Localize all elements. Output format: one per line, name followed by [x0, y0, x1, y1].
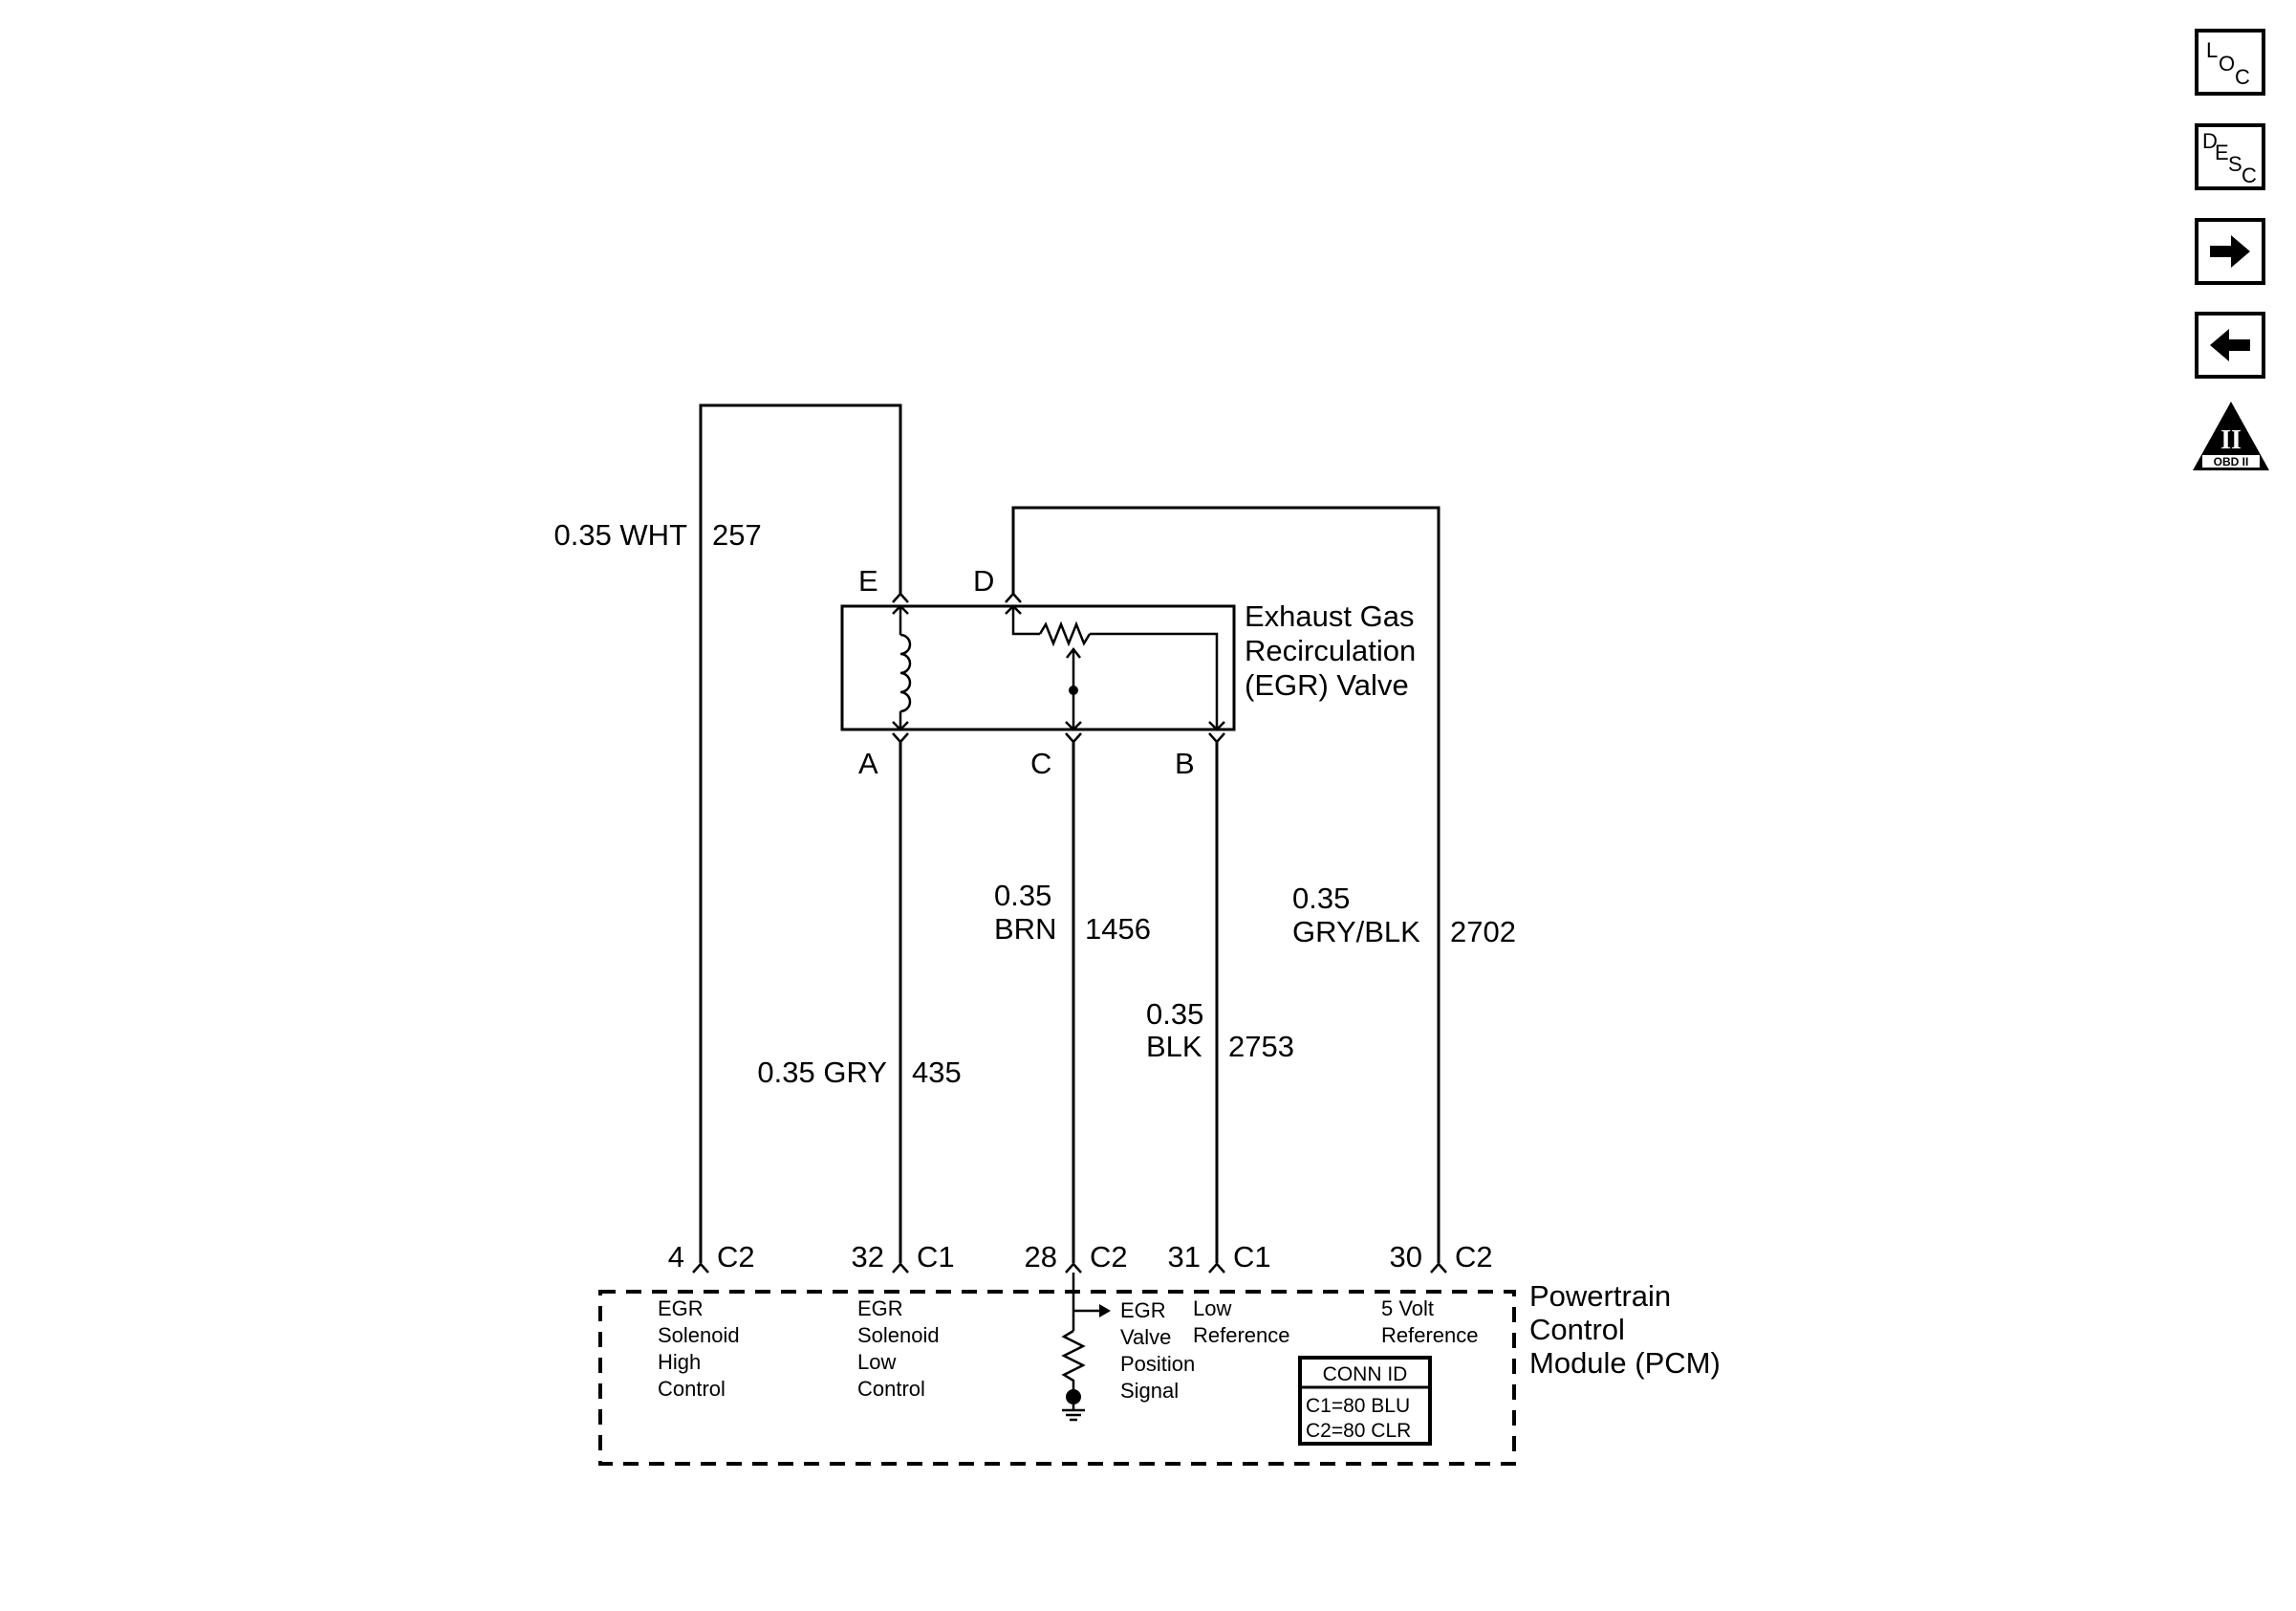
arrow-right-icon	[2210, 235, 2250, 268]
pcm-name-line-2: Control	[1529, 1313, 1625, 1346]
pcm-pin-31-number: 31	[1168, 1240, 1201, 1274]
pcm-pin-28-connector: C2	[1090, 1240, 1128, 1274]
valve-pin-b-label: B	[1175, 747, 1195, 780]
pcm-function-egr-solenoid-low-control: EGR Solenoid Low Control	[857, 1296, 940, 1401]
svg-text:Control: Control	[857, 1377, 925, 1401]
solenoid-coil-icon	[892, 604, 912, 731]
svg-text:EGR: EGR	[857, 1296, 903, 1320]
svg-text:Reference: Reference	[1381, 1323, 1479, 1347]
pcm-pin-4-number: 4	[668, 1240, 684, 1274]
svg-text:EGR: EGR	[1120, 1298, 1166, 1322]
pcm-internal-pulldown-icon	[1061, 1273, 1111, 1422]
conn-id-title: CONN ID	[1323, 1363, 1408, 1385]
svg-text:II: II	[2220, 425, 2242, 455]
wire-435-circuit: 435	[912, 1056, 962, 1089]
pcm-terminal-28	[1065, 1262, 1082, 1274]
valve-terminal-b	[1208, 732, 1225, 744]
egr-valve-name-line-1: Exhaust Gas	[1245, 599, 1414, 633]
pcm-pin-30-connector: C2	[1455, 1240, 1493, 1274]
svg-text:Position: Position	[1120, 1352, 1195, 1376]
svg-text:Signal: Signal	[1120, 1379, 1179, 1403]
pcm-function-low-reference: Low Reference	[1193, 1296, 1290, 1347]
valve-pin-c-label: C	[1030, 747, 1051, 780]
pcm-name-line-3: Module (PCM)	[1529, 1346, 1721, 1380]
pcm-function-5-volt-reference: 5 Volt Reference	[1381, 1296, 1479, 1347]
wire-2702-circuit: 2702	[1450, 915, 1516, 948]
pcm-pin-32-number: 32	[852, 1240, 884, 1274]
wire-257-circuit: 257	[712, 518, 762, 552]
pcm-terminal-31	[1208, 1262, 1225, 1274]
wire-2702	[1011, 506, 1440, 1263]
wire-1456-gauge: 0.35	[994, 879, 1051, 912]
svg-text:5 Volt: 5 Volt	[1381, 1296, 1434, 1320]
wire-2753-circuit: 2753	[1228, 1030, 1294, 1063]
next-page-button[interactable]	[2195, 218, 2265, 285]
conn-id-table: CONN ID C1=80 BLU C2=80 CLR	[1298, 1356, 1432, 1446]
wire-2753-color: BLK	[1146, 1030, 1202, 1063]
valve-terminal-d	[1005, 592, 1022, 603]
svg-text:Reference: Reference	[1193, 1323, 1290, 1347]
svg-text:Low: Low	[857, 1350, 896, 1374]
egr-valve-name-line-3: (EGR) Valve	[1245, 668, 1409, 702]
pcm-name-line-1: Powertrain	[1529, 1279, 1671, 1313]
conn-id-row-2: C2=80 CLR	[1306, 1420, 1411, 1442]
pcm-pin-4-connector: C2	[717, 1240, 755, 1274]
pcm-function-egr-solenoid-high-control: EGR Solenoid High Control	[658, 1296, 740, 1401]
svg-text:OBD II: OBD II	[2214, 455, 2249, 468]
svg-text:Solenoid: Solenoid	[658, 1323, 740, 1347]
valve-terminal-c	[1065, 732, 1082, 744]
valve-terminal-e	[892, 592, 909, 603]
svg-text:Control: Control	[658, 1377, 726, 1401]
svg-text:High: High	[658, 1350, 701, 1374]
wire-2702-color: GRY/BLK	[1292, 915, 1420, 948]
valve-pin-e-label: E	[858, 564, 878, 598]
pcm-pin-32-connector: C1	[917, 1240, 955, 1274]
obd-ii-button[interactable]: II OBD II	[2189, 398, 2273, 474]
description-button[interactable]: D E S C	[2195, 123, 2265, 190]
pcm-terminal-4	[692, 1262, 709, 1274]
valve-terminal-a	[892, 732, 909, 744]
pcm-pin-30-number: 30	[1390, 1240, 1422, 1274]
svg-text:EGR: EGR	[658, 1296, 704, 1320]
valve-pin-d-label: D	[973, 564, 994, 598]
obd-ii-icon: II OBD II	[2193, 402, 2269, 470]
arrow-left-icon	[2210, 329, 2250, 361]
wire-257-color: 0.35 WHT	[553, 518, 687, 552]
wire-2753-gauge: 0.35	[1146, 997, 1203, 1031]
position-sensor-potentiometer-icon	[1005, 604, 1225, 731]
location-button[interactable]: L O C	[2195, 29, 2265, 96]
pcm-function-egr-valve-position-signal: EGR Valve Position Signal	[1120, 1298, 1195, 1403]
previous-page-button[interactable]	[2195, 312, 2265, 379]
pcm-pin-31-connector: C1	[1233, 1240, 1271, 1274]
svg-text:Valve: Valve	[1120, 1325, 1171, 1349]
egr-valve-name-line-2: Recirculation	[1245, 634, 1416, 667]
wire-435-color: 0.35 GRY	[757, 1056, 887, 1089]
egr-valve-box	[840, 604, 1236, 731]
wire-2702-gauge: 0.35	[1292, 882, 1350, 915]
svg-text:Solenoid: Solenoid	[857, 1323, 940, 1347]
wire-1456-circuit: 1456	[1085, 912, 1151, 946]
svg-text:Low: Low	[1193, 1296, 1231, 1320]
wire-1456-color: BRN	[994, 912, 1056, 946]
wire-257	[699, 403, 902, 1263]
pcm-terminal-30	[1430, 1262, 1447, 1274]
pcm-pin-28-number: 28	[1025, 1240, 1057, 1274]
valve-pin-a-label: A	[858, 747, 878, 780]
conn-id-row-1: C1=80 BLU	[1306, 1395, 1410, 1417]
pcm-terminal-32	[892, 1262, 909, 1274]
